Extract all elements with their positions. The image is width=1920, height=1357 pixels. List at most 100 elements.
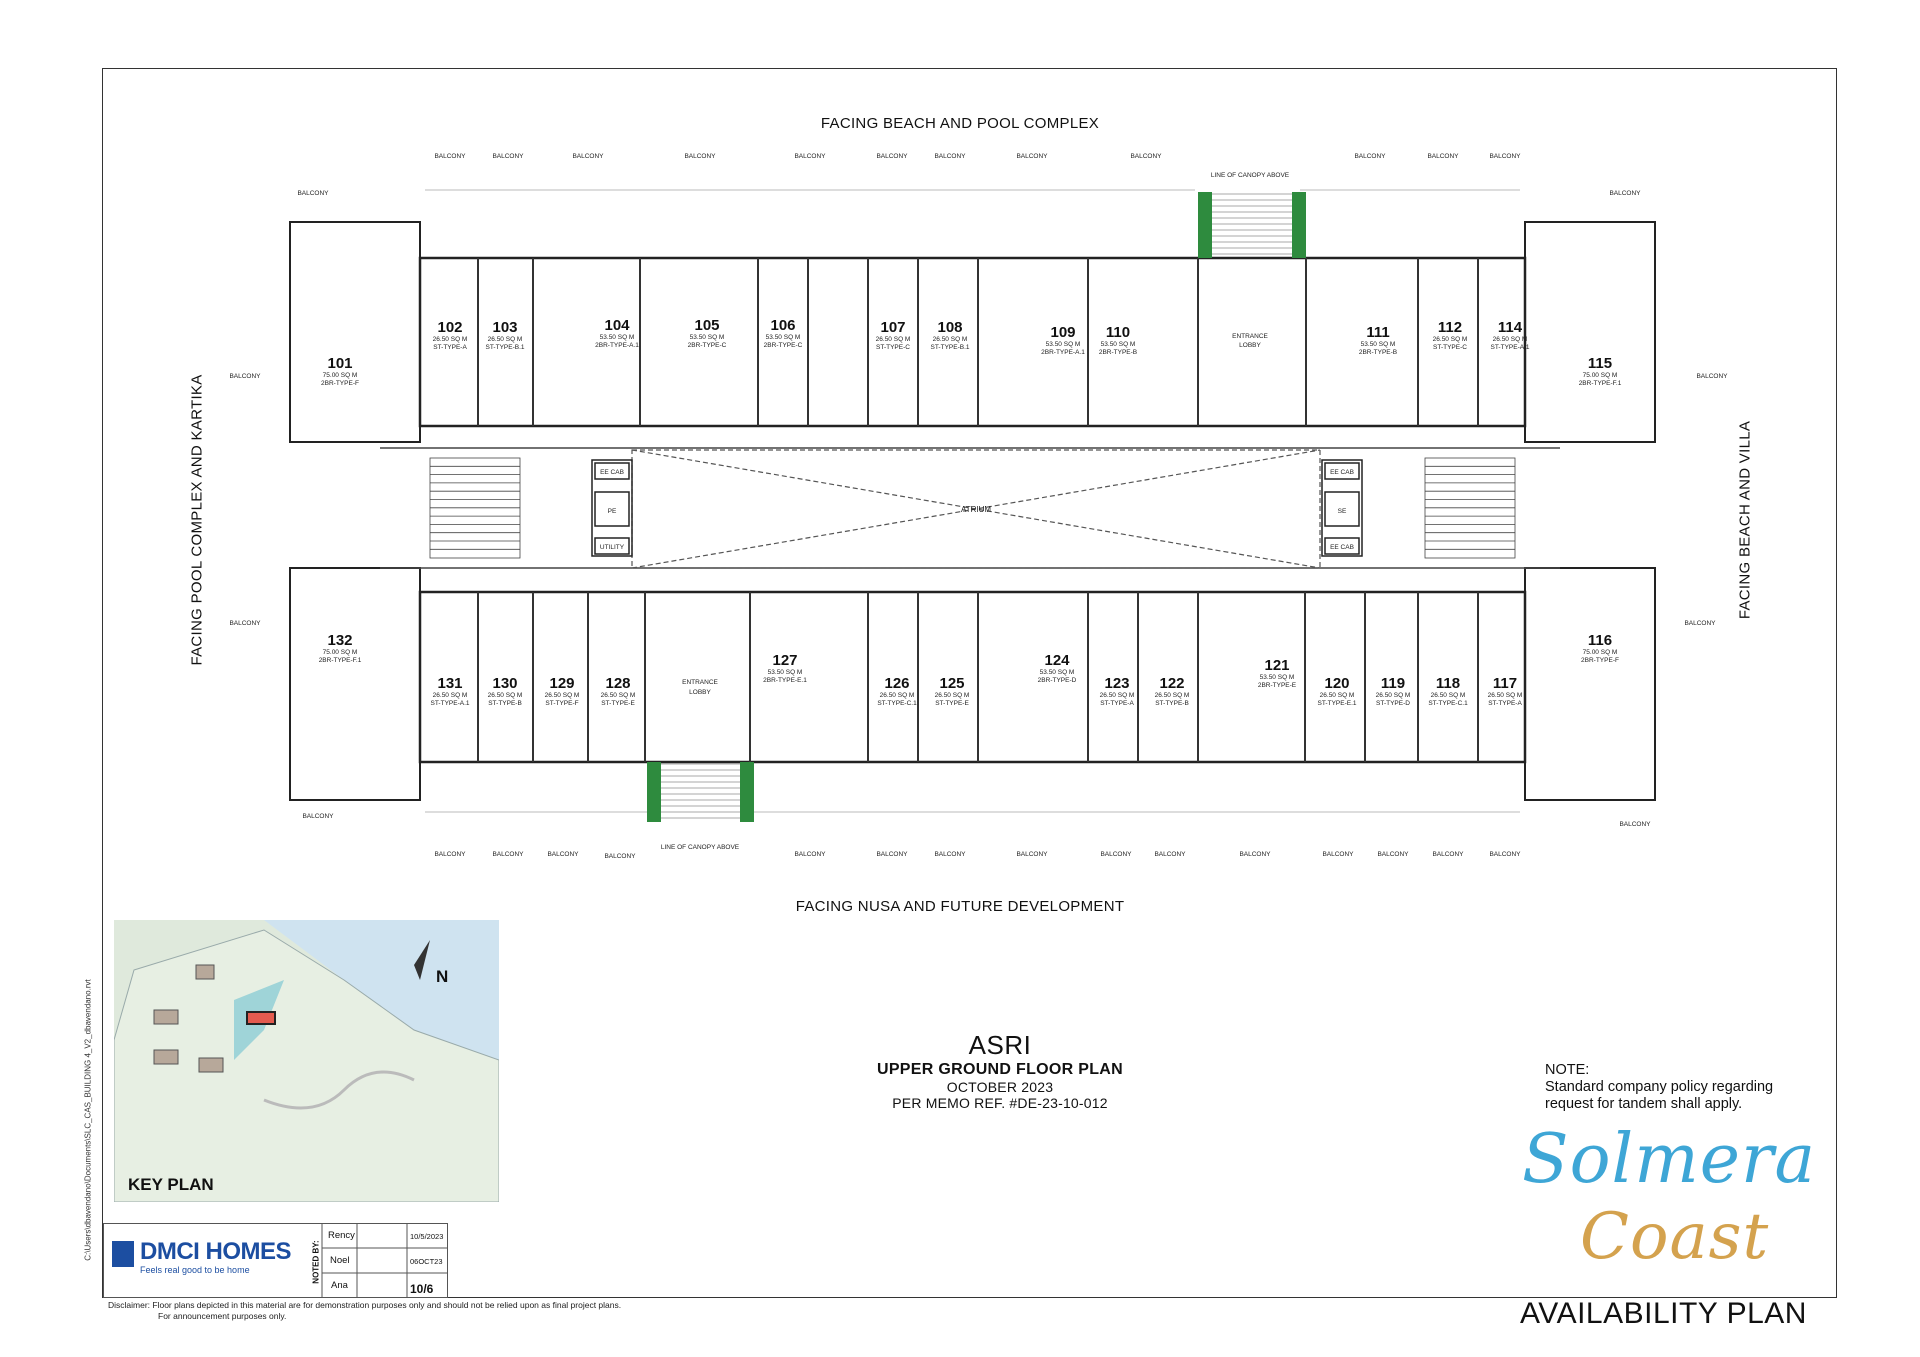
balcony-label: BALCONY [434, 851, 466, 858]
bottom-unit-type: 2BR-TYPE-E [1258, 682, 1297, 689]
balcony-label: BALCONY [1489, 851, 1521, 858]
top-unit-size: 53.50 SQ M [690, 334, 725, 341]
highlighted-building [246, 1011, 276, 1025]
top-unit-number: 106 [770, 317, 795, 334]
bottom-unit-size: 26.50 SQ M [1431, 692, 1466, 699]
solmera-logo-text: Solmera [1522, 1120, 1817, 1199]
bottom-unit-type: ST-TYPE-D [1376, 700, 1410, 707]
bottom-unit-number: 131 [437, 675, 462, 692]
left-stair [429, 457, 521, 559]
dmci-name: DMCI HOMES [140, 1238, 292, 1265]
ee-cab-right-2: EE CAB [1330, 544, 1354, 551]
top-unit-number: 111 [1366, 324, 1389, 341]
signer-2: Noel [330, 1255, 350, 1266]
bottom-unit-number: 118 [1436, 675, 1460, 692]
top-unit-type: 2BR-TYPE-B [1099, 349, 1137, 356]
dmci-approval-box [103, 1223, 448, 1298]
bottom-unit-number: 120 [1324, 675, 1349, 692]
bottom-unit-number: 129 [549, 675, 574, 692]
dmci-logo-icon [112, 1241, 134, 1267]
signer-1: Rency [328, 1230, 355, 1241]
balcony-label: BALCONY [1489, 153, 1521, 160]
top-unit-number: 105 [694, 317, 719, 334]
balcony-label: BALCONY [1377, 851, 1409, 858]
top-unit-size: 53.50 SQ M [1361, 341, 1396, 348]
file-path: C:\Users\dbavendano\Documents\SLC_CAS_BU… [83, 979, 93, 1261]
entrance-lobby-top-2: LOBBY [1239, 342, 1261, 349]
top-unit-number: 109 [1050, 324, 1075, 341]
bottom-unit-size: 53.50 SQ M [768, 669, 803, 676]
bottom-unit-size: 26.50 SQ M [433, 692, 468, 699]
balcony-label: BALCONY [1609, 190, 1641, 197]
bottom-unit-size: 26.50 SQ M [1376, 692, 1411, 699]
facing-bottom-label: FACING NUSA AND FUTURE DEVELOPMENT [795, 898, 1125, 915]
disclaimer-text: Disclaimer: Floor plans depicted in this… [108, 1300, 621, 1322]
balcony-label: BALCONY [229, 620, 261, 627]
utility-label: UTILITY [600, 544, 625, 551]
atrium-label: ATRIUM [961, 505, 991, 514]
facing-top-label: FACING BEACH AND POOL COMPLEX [820, 115, 1100, 132]
bottom-wing [289, 567, 1656, 801]
site-area [114, 929, 499, 1202]
entrance-lobby-top-1: ENTRANCE [1232, 333, 1268, 340]
top-wing [289, 221, 1656, 443]
top-unit-type: ST-TYPE-C [876, 344, 910, 351]
bottom-unit-number: 127 [772, 652, 797, 669]
note-heading: NOTE: [1545, 1062, 1590, 1078]
north-arrow-icon [414, 940, 430, 980]
drawing-title-block: ASRI UPPER GROUND FLOOR PLAN OCTOBER 202… [800, 1030, 1200, 1111]
note-line-1: Standard company policy regarding [1545, 1079, 1774, 1095]
dmci-tagline: Feels real good to be home [140, 1265, 250, 1275]
bottom-unit-size: 26.50 SQ M [935, 692, 970, 699]
top-unit-type: 2BR-TYPE-C [764, 342, 803, 349]
balcony-label: BALCONY [934, 851, 966, 858]
key-plan-map: N [114, 920, 499, 1202]
top-unit-type: ST-TYPE-C [1433, 344, 1467, 351]
sign-date-1: 10/5/2023 [410, 1232, 444, 1241]
coast-logo-text: Coast [1580, 1200, 1770, 1274]
bottom-unit-number: 124 [1044, 652, 1070, 669]
top-unit-type: 2BR-TYPE-A.1 [1041, 349, 1085, 356]
balcony-label: BALCONY [547, 851, 579, 858]
balcony-label: BALCONY [1154, 851, 1186, 858]
top-unit-number: 115 [1588, 355, 1612, 372]
balcony-label: BALCONY [1427, 153, 1459, 160]
sea-area [264, 920, 499, 1060]
top-unit-number: 112 [1438, 319, 1462, 336]
disclaimer-line-2: For announcement purposes only. [158, 1311, 287, 1321]
top-unit-number: 104 [604, 317, 630, 334]
balcony-label: BALCONY [1354, 153, 1386, 160]
top-unit-type: 2BR-TYPE-C [688, 342, 727, 349]
building-2 [153, 1009, 179, 1025]
sign-date-3: 10/6 [410, 1282, 434, 1296]
bottom-unit-number: 132 [327, 632, 352, 649]
bottom-unit-type: 2BR-TYPE-D [1038, 677, 1077, 684]
drawing-sheet-border [102, 68, 1837, 1298]
balcony-label: BALCONY [297, 190, 329, 197]
balcony-label: BALCONY [684, 153, 716, 160]
top-unit-number: 103 [492, 319, 517, 336]
balcony-label: BALCONY [604, 853, 636, 860]
bottom-unit-number: 128 [605, 675, 630, 692]
bottom-balcony-labels: BALCONY BALCONY BALCONY BALCONY BALCONY BALCO… [229, 373, 1728, 860]
top-unit-number: 114 [1498, 319, 1523, 336]
bottom-unit-type: ST-TYPE-B [488, 700, 522, 707]
disclaimer-line-1: Disclaimer: Floor plans depicted in this… [108, 1300, 622, 1310]
bottom-unit-type: 2BR-TYPE-F [1581, 657, 1619, 664]
bottom-unit-number: 126 [884, 675, 909, 692]
bottom-unit-type: ST-TYPE-C.1 [1428, 700, 1468, 707]
ee-cab-right-1: EE CAB [1330, 469, 1354, 476]
balcony-label: BALCONY [492, 851, 524, 858]
building-name: ASRI [968, 1030, 1032, 1060]
se-label: SE [1338, 508, 1347, 515]
memo-reference: PER MEMO REF. #DE-23-10-012 [892, 1095, 1108, 1111]
building-1 [195, 964, 215, 980]
balcony-label: BALCONY [1130, 153, 1162, 160]
top-unit-type: 2BR-TYPE-F [321, 380, 359, 387]
balcony-label: BALCONY [876, 153, 908, 160]
top-unit-number: 110 [1106, 324, 1130, 341]
bottom-unit-type: ST-TYPE-E [935, 700, 969, 707]
building-4 [198, 1057, 224, 1073]
top-unit-number: 107 [880, 319, 905, 336]
top-unit-type: ST-TYPE-A [433, 344, 467, 351]
